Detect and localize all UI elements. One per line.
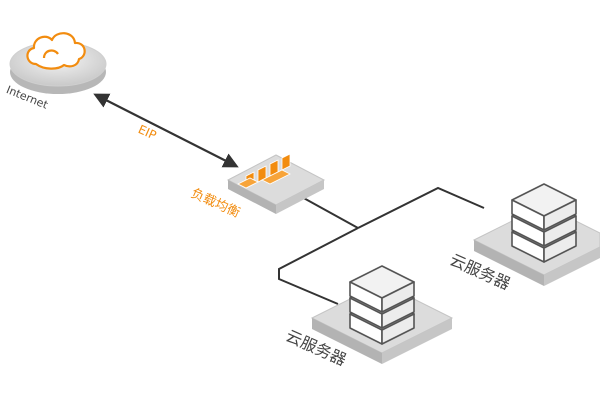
- server-stack-icon: [511, 183, 577, 263]
- load-balancer-node: 负载均衡: [188, 153, 326, 221]
- eip-label: EIP: [136, 122, 158, 142]
- cloud-icon: [26, 32, 86, 70]
- eip-link-arrow: [93, 93, 239, 168]
- junction-to-server-1-line: [278, 227, 359, 305]
- connections: [93, 93, 485, 305]
- internet-node: Internet: [4, 32, 107, 112]
- junction-to-server-2-line: [357, 186, 485, 229]
- server-node-2: 云服务器: [447, 183, 600, 293]
- server-node-1: 云服务器: [283, 265, 454, 369]
- server-stack-icon: [349, 265, 415, 345]
- lb-to-junction-line: [299, 195, 359, 229]
- load-balancer-icon: [237, 153, 291, 189]
